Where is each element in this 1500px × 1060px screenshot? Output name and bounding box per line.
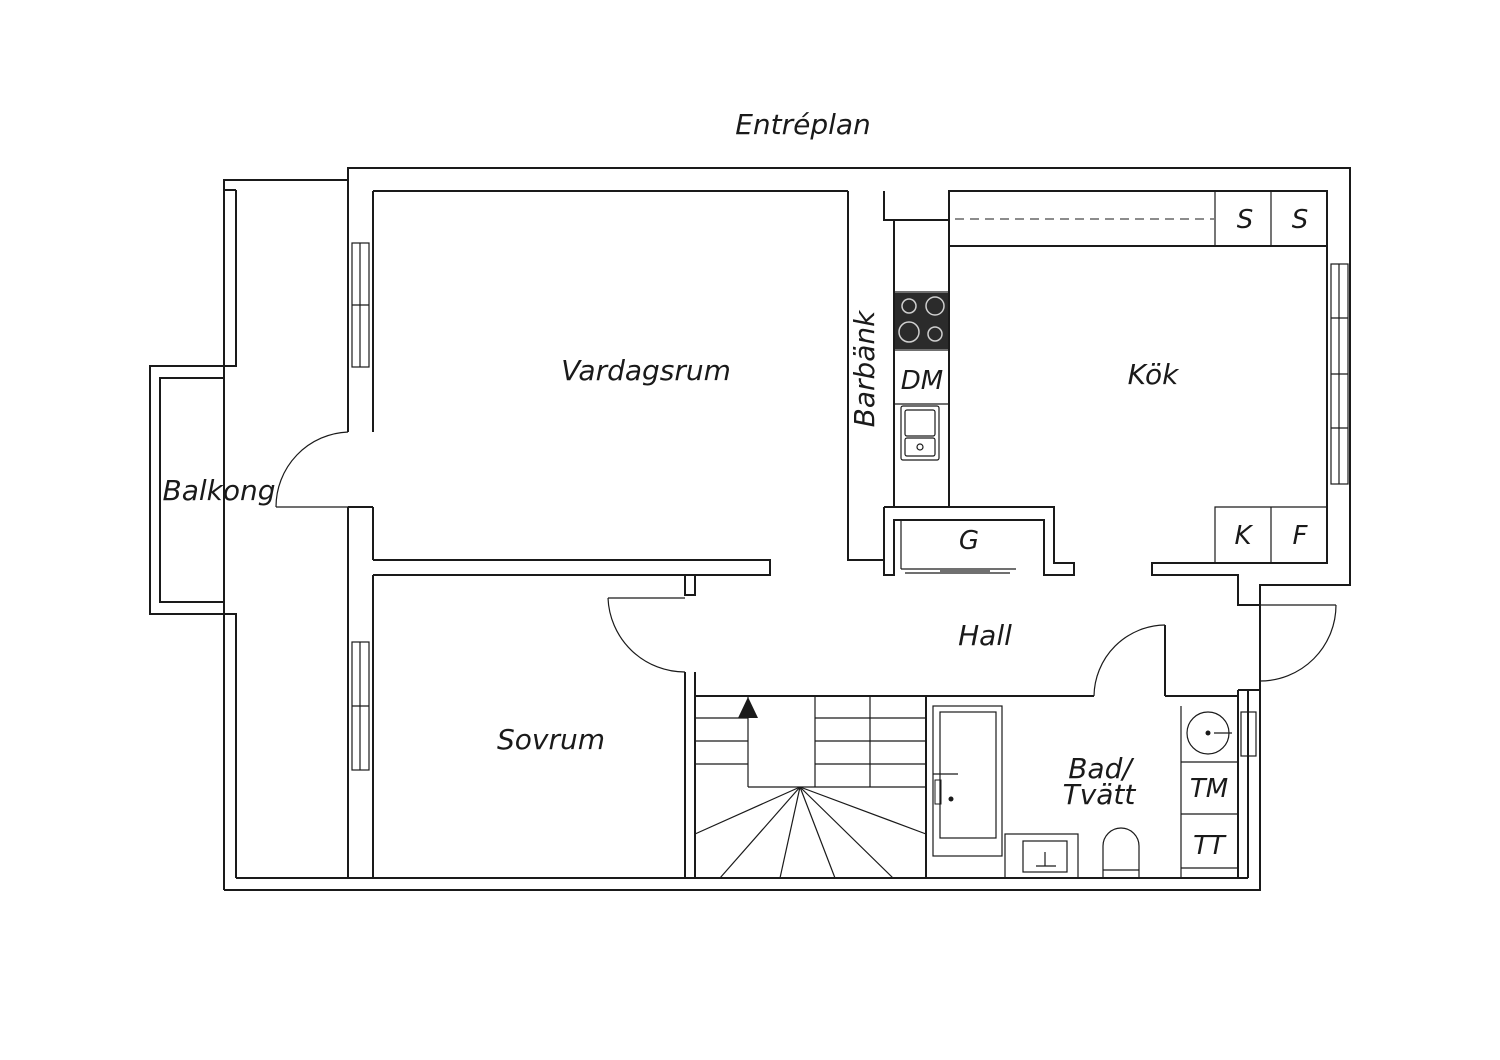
fixture-label-tm: TM: [1190, 774, 1228, 804]
fixture-label-k: K: [1234, 521, 1253, 551]
plan-title: Entréplan: [735, 108, 871, 141]
balcony: [149, 180, 237, 878]
bedroom-east-wall: [684, 574, 696, 878]
kitchen-counter: [893, 220, 950, 507]
room-label-balkong: Balkong: [162, 474, 275, 507]
stair-arrow-icon: [738, 697, 758, 718]
room-label-tvatt: Tvätt: [1063, 778, 1137, 811]
wardrobe: [883, 506, 1075, 576]
shower-icon: [932, 705, 1003, 857]
bar-counter: [847, 191, 885, 561]
bedroom-door: [607, 597, 686, 673]
room-label-sovrum: Sovrum: [497, 723, 605, 756]
laundry-column: [1180, 706, 1238, 878]
fixture-label-dm: DM: [901, 366, 943, 396]
west-wall: [347, 180, 374, 878]
fixture-label-s2: S: [1292, 205, 1309, 235]
fixture-label-tt: TT: [1193, 831, 1227, 861]
room-label-kok: Kök: [1128, 358, 1180, 391]
basin-icon: [1004, 833, 1079, 879]
fixture-label-s1: S: [1237, 205, 1254, 235]
balcony-door: [275, 431, 349, 508]
sink-round-icon: [1186, 711, 1232, 755]
window-bedroom-west: [351, 641, 370, 771]
kitchen-top-cabinets: [949, 191, 1327, 247]
entrance-door: [1259, 585, 1337, 690]
sink-icon: [900, 405, 940, 461]
fixture-label-f: F: [1293, 521, 1309, 551]
window-kitchen-east: [1330, 263, 1349, 485]
bathroom-walls: [926, 625, 1238, 697]
room-label-hall: Hall: [958, 619, 1012, 652]
window-living-west: [351, 242, 370, 368]
room-label-vardagsrum: Vardagsrum: [561, 354, 731, 387]
window-bath-east: [1240, 711, 1257, 757]
stove-icon: [895, 293, 948, 349]
fridge-freezer: [1214, 506, 1327, 563]
room-label-barbank: Barbänk: [848, 309, 881, 428]
room-label-bad: Bad/: [1068, 752, 1134, 785]
living-bedroom-wall: [373, 559, 771, 576]
bathroom-door: [1093, 624, 1166, 697]
staircase: [694, 695, 927, 879]
fixture-label-g: G: [959, 526, 979, 556]
toilet-icon: [1102, 827, 1140, 878]
